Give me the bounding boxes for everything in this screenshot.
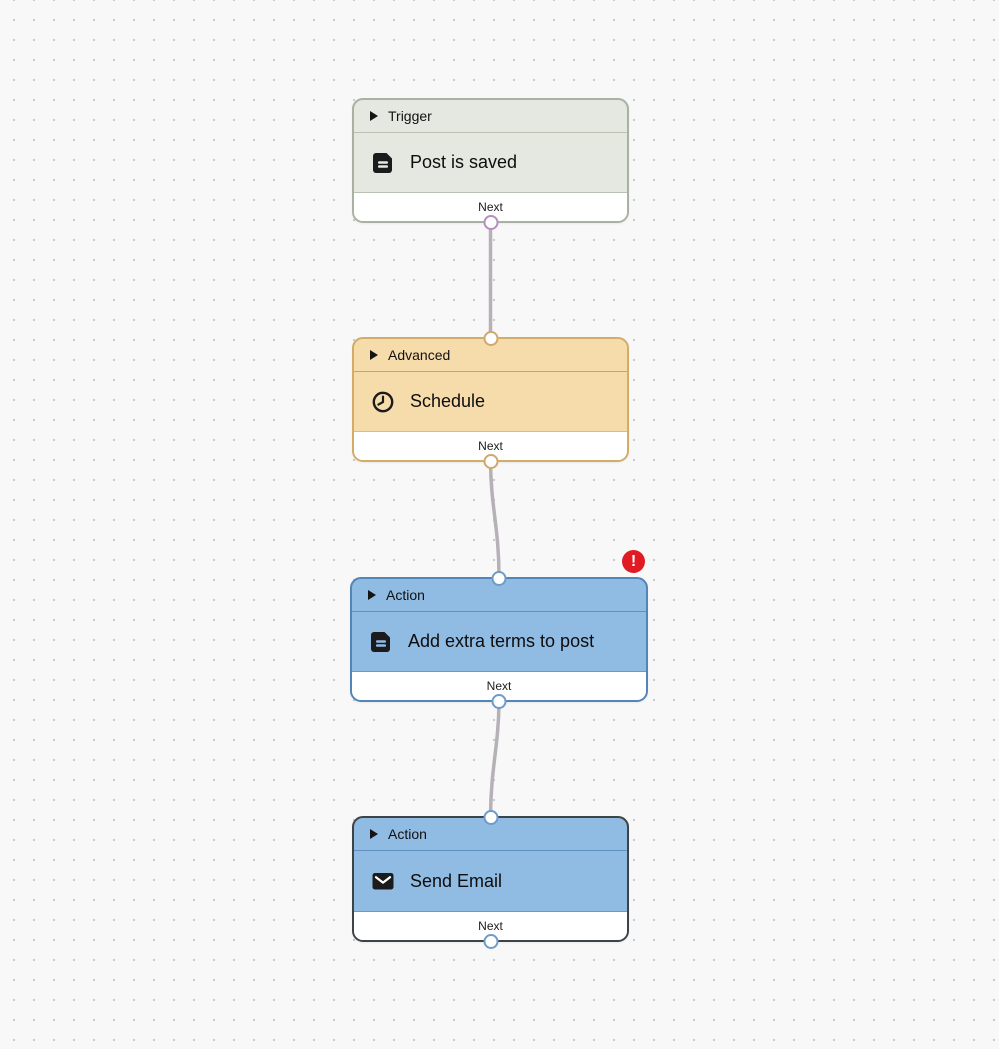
input-port[interactable] [483, 330, 498, 346]
node-type-label: Action [386, 587, 425, 603]
document-icon [373, 152, 392, 173]
node-type-label: Action [388, 826, 427, 842]
node-header[interactable]: Action [354, 818, 627, 851]
node-title: Add extra terms to post [408, 631, 595, 651]
output-port[interactable] [491, 693, 507, 709]
next-label: Next [478, 439, 503, 453]
node-body[interactable]: Add extra terms to post [352, 612, 646, 671]
output-port[interactable] [483, 214, 498, 230]
node-footer: Next [354, 192, 627, 221]
next-label: Next [486, 679, 512, 693]
input-port[interactable] [483, 809, 498, 825]
triangle-right-icon [370, 829, 378, 839]
next-label: Next [478, 919, 503, 933]
triangle-right-icon [368, 590, 376, 600]
node-body[interactable]: Post is saved [354, 133, 627, 192]
node-body[interactable]: Schedule [354, 372, 627, 431]
node-title: Schedule [410, 391, 486, 411]
node-type-label: Advanced [388, 347, 451, 363]
node-header[interactable]: Trigger [354, 100, 627, 133]
node-action-send-email[interactable]: Action Send Email Next [352, 809, 629, 949]
node-type-label: Trigger [388, 108, 432, 124]
node-advanced-schedule[interactable]: Advanced Schedule Next [352, 330, 629, 469]
error-badge[interactable]: ! [622, 550, 645, 573]
envelope-icon [372, 873, 394, 890]
document-icon [371, 631, 390, 652]
error-symbol: ! [630, 552, 637, 570]
node-header[interactable]: Action [352, 579, 646, 612]
clock-icon [372, 391, 394, 412]
node-header[interactable]: Advanced [354, 339, 627, 372]
edge-advanced-to-action[interactable] [488, 460, 501, 579]
node-title: Send Email [410, 870, 503, 891]
output-port[interactable] [483, 933, 498, 949]
node-trigger-post-is-saved[interactable]: Trigger Post is saved Next [352, 98, 629, 230]
triangle-right-icon [370, 350, 378, 360]
node-body[interactable]: Send Email [354, 851, 627, 911]
triangle-right-icon [370, 111, 378, 121]
edge-action-to-sendemail[interactable] [488, 700, 501, 818]
node-action-add-extra-terms[interactable]: Action Add extra terms to post Next ! [350, 550, 648, 709]
node-title: Post is saved [410, 152, 518, 172]
input-port[interactable] [491, 570, 507, 586]
output-port[interactable] [483, 453, 498, 469]
next-label: Next [478, 200, 503, 214]
